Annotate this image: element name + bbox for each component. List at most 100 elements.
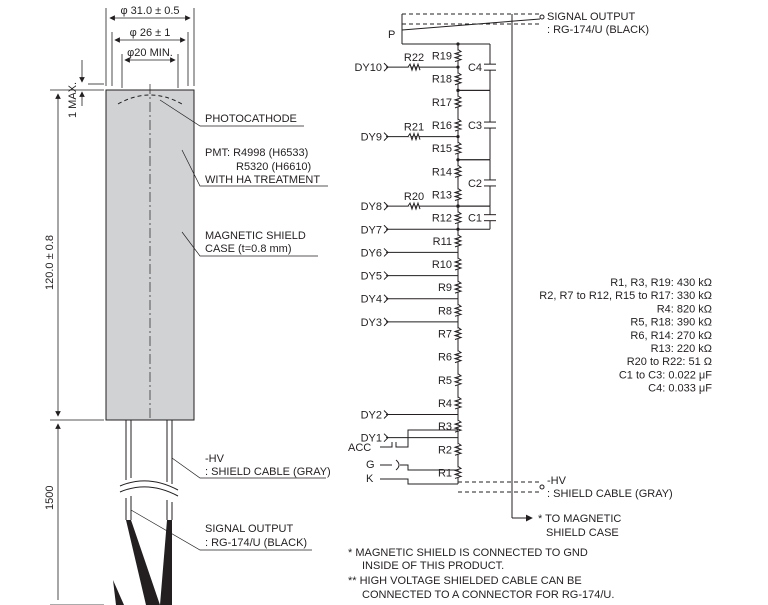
signal-output-label: SIGNAL OUTPUT — [547, 11, 635, 23]
component-value-line: C1 to C3: 0.022 μF — [619, 369, 712, 381]
dynode-label: DY10 — [354, 62, 382, 74]
component-value-line: R2, R7 to R12, R15 to R17: 330 kΩ — [539, 290, 712, 302]
dynode-label: DY4 — [361, 294, 382, 306]
acc-label: ACC — [348, 442, 371, 454]
series-resistor-label: R22 — [404, 52, 424, 64]
hv-callout-1: -HV — [205, 453, 225, 465]
component-value-line: R13: 220 kΩ — [651, 343, 712, 355]
series-resistor — [407, 62, 421, 72]
component-value-line: R5, R18: 390 kΩ — [630, 317, 712, 329]
series-resistor — [407, 132, 421, 142]
resistor-R14 — [453, 164, 463, 178]
body-length-label: 120.0 ± 0.8 — [44, 235, 56, 290]
note-2-line-2: CONNECTED TO A CONNECTOR FOR RG-174/U. — [362, 589, 614, 601]
resistor-label: R8 — [438, 305, 452, 317]
resistor-label: R18 — [432, 74, 452, 86]
resistor-label: R12 — [432, 213, 452, 225]
shield-callout-2: CASE (t=0.8 mm) — [205, 243, 292, 255]
resistor-label: R16 — [432, 120, 452, 132]
dynode-label: DY6 — [361, 247, 382, 259]
capacitor-label: C3 — [468, 120, 482, 132]
pmt-callout-1: PMT: R4998 (H6533) — [205, 147, 308, 159]
hv-label: -HV — [547, 475, 567, 487]
resistor-R10 — [453, 257, 463, 271]
circuit-diagram: SIGNAL OUTPUT : RG-174/U (BLACK) P * TO … — [348, 11, 712, 601]
dynode-label: DY7 — [361, 224, 382, 236]
dynode-label: DY1 — [361, 433, 382, 445]
grid-label: G — [366, 459, 375, 471]
hv-callout-2: : SHIELD CABLE (GRAY) — [205, 466, 331, 478]
photocathode-callout: PHOTOCATHODE — [205, 113, 297, 125]
anode-label: P — [388, 29, 395, 41]
resistor-ladder: R1R2R3R4R5R6R7R8R9R10R11R12R13R14R15R16R… — [354, 30, 496, 484]
resistor-R6 — [453, 350, 463, 364]
mechanical-drawing: φ 31.0 ± 0.5 φ 26 ± 1 φ20 MIN. 1 MAX. 12… — [44, 5, 331, 605]
cathode-label: K — [366, 473, 374, 485]
signal-callout-1: SIGNAL OUTPUT — [205, 523, 293, 535]
resistor-R18 — [453, 72, 463, 86]
resistor-R15 — [453, 141, 463, 155]
component-value-line: R6, R14: 270 kΩ — [630, 330, 712, 342]
pmt-callout-2: R5320 (H6610) — [236, 161, 311, 173]
resistor-label: R14 — [432, 166, 452, 178]
resistor-R7 — [453, 327, 463, 340]
series-resistor-label: R21 — [404, 122, 424, 134]
pmt-callout-3: WITH HA TREATMENT — [205, 174, 320, 186]
capacitor-label: C1 — [468, 213, 482, 225]
note-2-line-1: ** HIGH VOLTAGE SHIELDED CABLE CAN BE — [348, 575, 582, 587]
shield-callout-1: MAGNETIC SHIELD — [205, 230, 306, 242]
resistor-label: R9 — [438, 282, 452, 294]
component-value-line: R20 to R22: 51 Ω — [627, 356, 712, 368]
series-resistor-label: R20 — [404, 191, 424, 203]
dynode-label: DY9 — [361, 132, 382, 144]
signal-output-cable-label: : RG-174/U (BLACK) — [547, 24, 649, 36]
resistor-label: R5 — [438, 375, 452, 387]
mid-diameter-label: φ 26 ± 1 — [130, 27, 171, 39]
resistor-label: R17 — [432, 97, 452, 109]
series-resistor — [407, 201, 421, 211]
resistor-R19 — [453, 49, 463, 63]
dynode-label: DY8 — [361, 201, 382, 213]
dynode-label: DY3 — [361, 317, 382, 329]
cable-length-label: 1500 — [44, 486, 56, 510]
resistor-label: R19 — [432, 51, 452, 63]
resistor-R5 — [453, 373, 463, 387]
note-1-line-1: * MAGNETIC SHIELD IS CONNECTED TO GND — [348, 547, 588, 559]
outer-diameter-label: φ 31.0 ± 0.5 — [120, 5, 179, 17]
component-value-line: R1, R3, R19: 430 kΩ — [610, 277, 712, 289]
to-shield-label-2: SHIELD CASE — [546, 527, 619, 539]
resistor-label: R3 — [438, 421, 452, 433]
resistor-R12 — [453, 211, 463, 225]
capacitor-label: C4 — [468, 62, 482, 74]
resistor-R3 — [453, 419, 463, 433]
resistor-label: R6 — [438, 352, 452, 364]
resistor-R1 — [453, 466, 463, 479]
resistor-label: R7 — [438, 328, 452, 340]
resistor-R8 — [453, 303, 463, 317]
capacitor-label: C2 — [468, 178, 482, 190]
resistor-label: R13 — [432, 190, 452, 202]
dynode-label: DY2 — [361, 410, 382, 422]
dynode-label: DY5 — [361, 271, 382, 283]
component-value-line: R4: 820 kΩ — [657, 303, 712, 315]
resistor-label: R11 — [433, 236, 452, 248]
resistor-R13 — [453, 188, 463, 202]
component-value-line: C4: 0.033 μF — [648, 383, 712, 395]
inner-diameter-label: φ20 MIN. — [127, 47, 173, 59]
top-gap-label: 1 MAX. — [67, 82, 79, 118]
to-shield-label-1: * TO MAGNETIC — [538, 513, 621, 525]
resistor-R16 — [453, 118, 463, 132]
resistor-label: R1 — [438, 467, 452, 479]
resistor-R11 — [453, 234, 463, 248]
resistor-R17 — [453, 95, 463, 109]
cables — [113, 420, 179, 605]
resistor-label: R15 — [432, 143, 452, 155]
resistor-label: R2 — [438, 444, 452, 456]
signal-callout-2: : RG-174/U (BLACK) — [205, 537, 307, 549]
resistor-R2 — [453, 442, 463, 456]
hv-cable-label: : SHIELD CABLE (GRAY) — [547, 488, 673, 500]
resistor-label: R4 — [438, 398, 452, 410]
